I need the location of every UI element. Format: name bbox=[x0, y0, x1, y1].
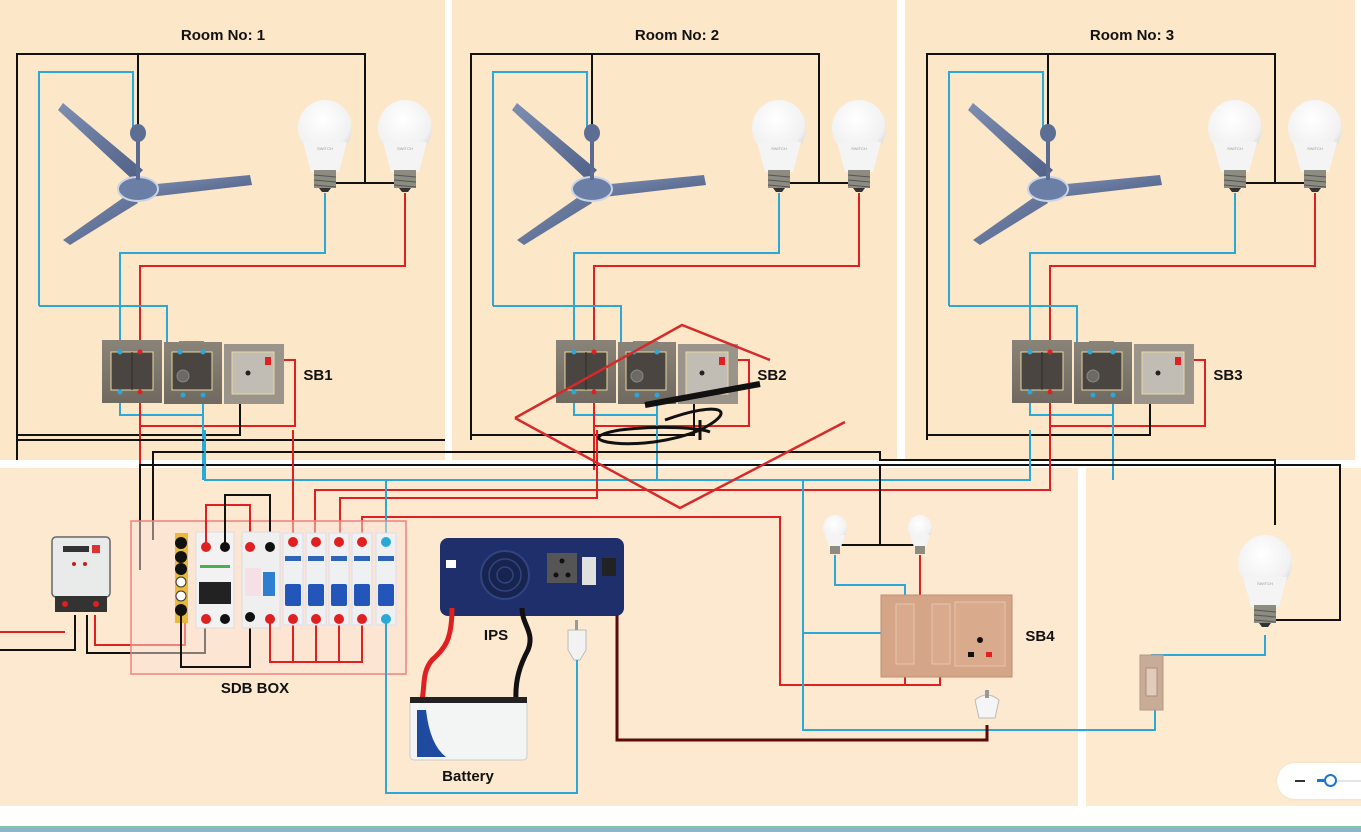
ips-input-plug bbox=[385, 619, 587, 794]
room-2-label: Room No: 2 bbox=[635, 27, 719, 44]
switchboard-sb1[interactable] bbox=[102, 340, 284, 404]
annotation-scribble bbox=[514, 323, 846, 510]
battery-label: Battery bbox=[442, 768, 494, 785]
zoom-slider-fill bbox=[1317, 779, 1326, 782]
extra-room bbox=[1139, 534, 1293, 711]
ips-mcb bbox=[375, 532, 397, 626]
zoom-out-button[interactable] bbox=[1295, 774, 1307, 788]
ips-inverter: IPS bbox=[419, 538, 989, 742]
sb2-label: SB2 bbox=[757, 367, 786, 384]
single-switch[interactable] bbox=[1139, 654, 1164, 711]
room-1-area bbox=[0, 0, 445, 460]
mcb-3 bbox=[328, 532, 350, 626]
battery: Battery bbox=[409, 697, 528, 785]
room-3-label: Room No: 3 bbox=[1090, 27, 1174, 44]
sb4-area: SB4 bbox=[823, 515, 1055, 719]
lower-right-area bbox=[1086, 468, 1361, 806]
switchboard-sb3[interactable] bbox=[1012, 340, 1194, 404]
mcb-1 bbox=[282, 532, 304, 626]
sdb-box: SDB BOX bbox=[130, 494, 407, 697]
room-1-wiring: SB1 bbox=[16, 53, 433, 480]
zoom-slider-handle[interactable] bbox=[1324, 774, 1337, 787]
mcb-2 bbox=[305, 532, 327, 626]
main-mcb bbox=[195, 531, 235, 629]
wall-plug bbox=[974, 690, 1000, 719]
bottom-border bbox=[0, 826, 1361, 832]
ips-label: IPS bbox=[484, 627, 508, 644]
sb3-label: SB3 bbox=[1213, 367, 1242, 384]
room-1-label: Room No: 1 bbox=[181, 27, 265, 44]
switchboard-sb4[interactable] bbox=[880, 594, 1013, 678]
mcb-4 bbox=[351, 532, 373, 626]
switchboard-sb2[interactable] bbox=[556, 340, 738, 404]
zoom-control bbox=[1277, 763, 1361, 799]
sb1-label: SB1 bbox=[303, 367, 332, 384]
rccb bbox=[241, 531, 281, 629]
room-2-wiring: SB2 bbox=[470, 53, 887, 480]
room-3-wiring: SB3 bbox=[926, 53, 1343, 480]
sdb-box-label: SDB BOX bbox=[221, 680, 289, 697]
sb4-label: SB4 bbox=[1025, 628, 1055, 645]
zoom-slider-track[interactable] bbox=[1317, 780, 1361, 782]
